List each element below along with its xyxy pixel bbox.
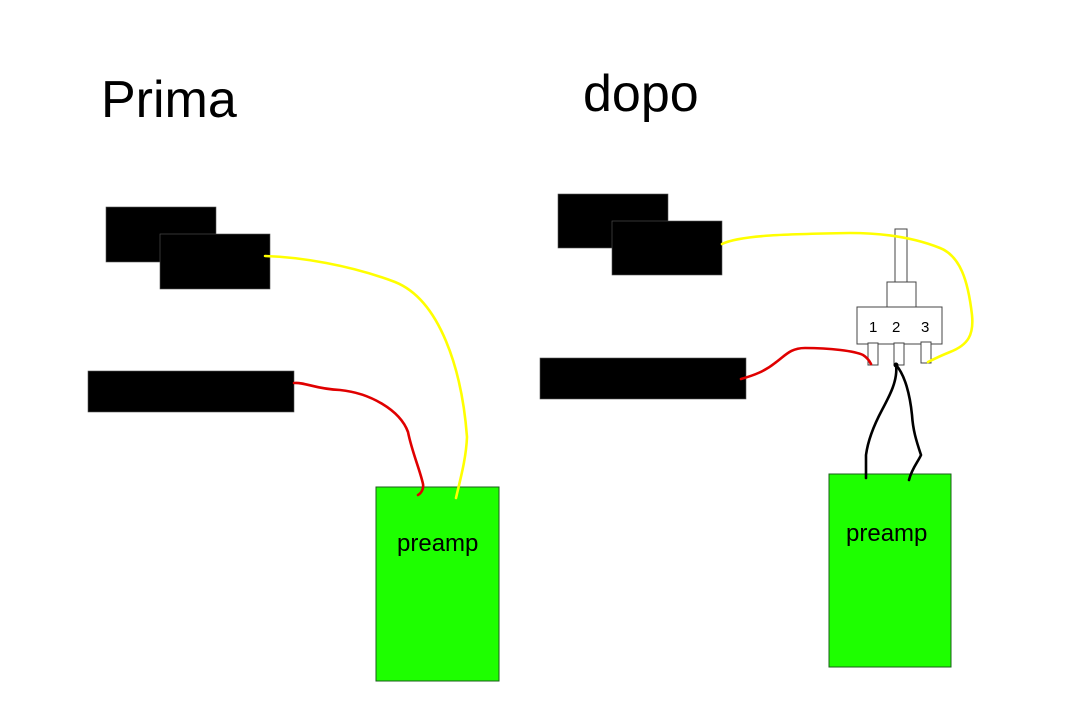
toggle-switch[interactable]: 1 2 3 [856, 228, 943, 366]
title-before: Prima [101, 71, 237, 129]
preamp-box [828, 473, 952, 668]
red-wire [739, 346, 873, 381]
pickup-bottom [539, 357, 747, 400]
switch-pin-1 [867, 342, 879, 366]
preamp-label: preamp [846, 520, 927, 547]
switch-pin-2 [893, 342, 905, 366]
pin-label-1: 1 [869, 319, 877, 336]
black-wire-2 [894, 363, 923, 482]
switch-collar [886, 281, 917, 308]
diagram-before: preamp [87, 206, 500, 682]
preamp-label: preamp [397, 530, 478, 557]
diagram-after: 1 2 3 preamp [539, 193, 974, 668]
yellow-wire [263, 254, 469, 500]
red-wire [292, 381, 425, 497]
switch-pin-3 [920, 341, 932, 364]
pickup-top-coil-b [611, 220, 723, 276]
preamp-box [375, 486, 500, 682]
solder-joint [893, 362, 899, 368]
pickup-bottom [87, 370, 295, 413]
pin-label-2: 2 [892, 319, 900, 336]
black-wire-1 [864, 363, 898, 480]
yellow-wire [720, 231, 974, 364]
title-after: dopo [583, 65, 699, 123]
pin-label-3: 3 [921, 319, 929, 336]
pickup-top-coil-b [159, 233, 271, 290]
